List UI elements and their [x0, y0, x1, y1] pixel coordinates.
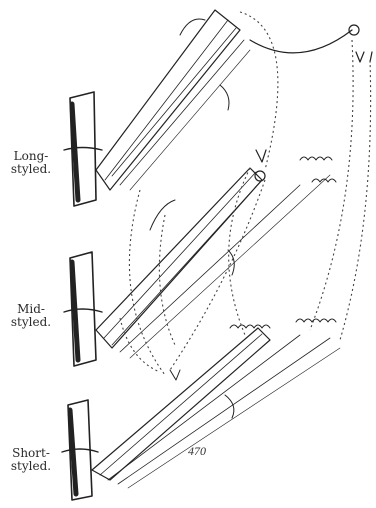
- connection-lines: [120, 12, 371, 375]
- long-styled-flower: [64, 10, 372, 206]
- mid-styled-label: Mid- styled.: [4, 303, 58, 329]
- long-styled-label: Long- styled.: [4, 150, 58, 176]
- short-styled-label: Short- styled.: [4, 447, 58, 473]
- page-number: 470: [188, 444, 206, 459]
- short-styled-flower: [62, 319, 340, 500]
